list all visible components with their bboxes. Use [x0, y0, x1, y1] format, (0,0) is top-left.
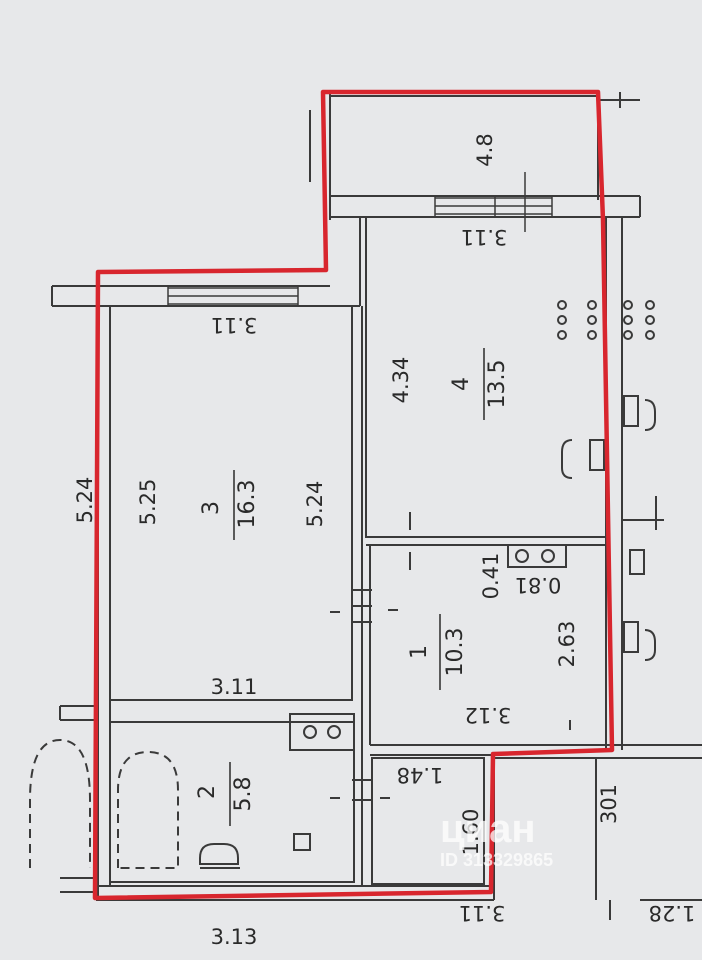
radiator-icons: [557, 300, 664, 661]
room3-area: 16.3: [235, 480, 260, 529]
apartment-outline: [92, 89, 615, 901]
room1-number: 1: [407, 645, 432, 659]
room3-number: 3: [199, 501, 224, 515]
shaft-dim-b: 0.81: [515, 573, 562, 597]
wc-height-dim: 1.60: [459, 809, 483, 856]
room3-left-dim: 5.25: [136, 479, 160, 526]
room4-area: 13.5: [485, 360, 510, 409]
room1-label: 1 10.3: [407, 614, 468, 690]
shaft-dim-a: 0.41: [479, 553, 503, 600]
room2-number: 2: [195, 785, 220, 799]
outer-left-dim: 5.24: [73, 477, 97, 524]
balcony-window: [434, 172, 553, 232]
neighbor-number: 301: [597, 784, 621, 824]
room1-area: 10.3: [443, 628, 468, 677]
outer-bottom-left-dim: 3.13: [211, 925, 258, 949]
room2-label: 2 5.8: [195, 762, 256, 826]
room3-label: 3 16.3: [199, 470, 260, 540]
room4-label: 4 13.5: [449, 348, 510, 420]
room3-bottom-dim: 3.11: [211, 675, 258, 699]
watermark-brand: циан: [440, 807, 536, 851]
room4-top-dim: 3.11: [461, 225, 508, 249]
bathtub-icon: [29, 738, 179, 869]
shaft-icon: [507, 544, 567, 568]
watermark-id: ID 313329865: [440, 850, 553, 870]
room2-area: 5.8: [231, 777, 256, 812]
outer-corner-dim: 1.28: [649, 901, 696, 925]
room4-number: 4: [449, 377, 474, 391]
door-marks: [330, 512, 571, 801]
room3-top-dim: 3.11: [211, 313, 258, 337]
room4-left-dim: 4.34: [389, 357, 413, 404]
sink-icon: [199, 833, 311, 869]
wc-width-dim: 1.48: [397, 763, 444, 787]
room1-bottom-dim: 3.12: [465, 703, 512, 727]
room1-right-dim: 2.63: [555, 621, 579, 668]
balcony-dim: 4.8: [473, 133, 497, 166]
watermark: циан ID 313329865: [440, 807, 553, 870]
room3-window: [167, 286, 299, 306]
outer-bottom-right-dim: 3.11: [459, 901, 506, 925]
room3-right-dim: 5.24: [303, 481, 327, 528]
stove-icon-room2: [289, 713, 355, 751]
